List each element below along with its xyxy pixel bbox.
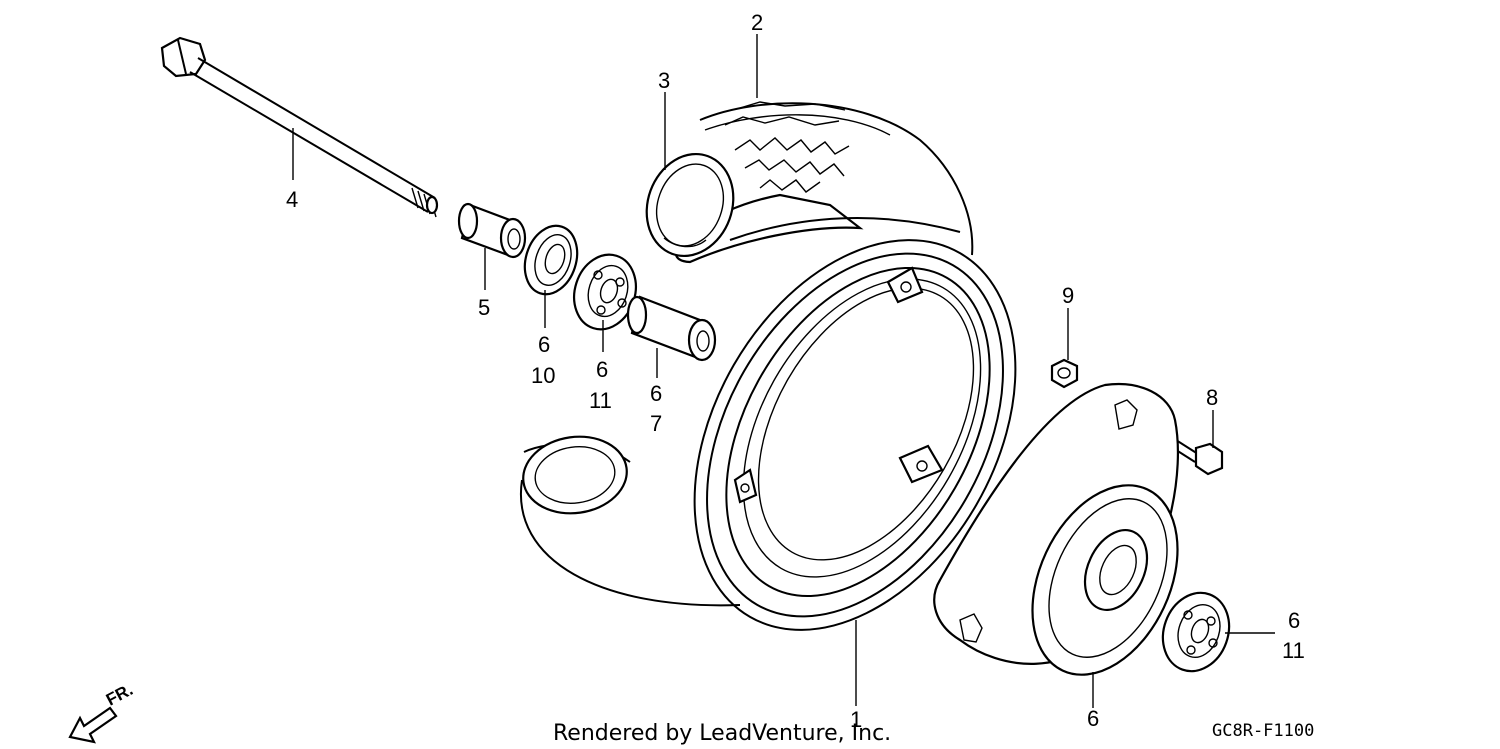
callout-6-bearing-left: 6 xyxy=(596,357,608,382)
callout-4: 4 xyxy=(286,187,298,212)
flange-nut xyxy=(1050,358,1079,389)
callout-6-collar: 6 xyxy=(650,381,662,406)
callout-1: 1 xyxy=(850,707,862,732)
tire xyxy=(699,101,974,256)
callout-11-left: 11 xyxy=(589,388,612,413)
flange-bolt xyxy=(1172,439,1224,476)
callout-9: 9 xyxy=(1062,283,1074,308)
callout-8: 8 xyxy=(1206,385,1218,410)
axle-bolt xyxy=(160,36,439,218)
distance-collar xyxy=(626,295,717,362)
callout-11-right: 11 xyxy=(1282,638,1305,663)
wheel-rim xyxy=(693,239,1017,631)
wheel-hub xyxy=(933,382,1180,676)
right-bearing xyxy=(1161,591,1231,673)
callout-7: 7 xyxy=(650,411,662,436)
front-direction-arrow: FR. xyxy=(68,680,136,744)
leader-lines xyxy=(292,34,1275,708)
callout-6-seal: 6 xyxy=(538,332,550,357)
footer-credit: Rendered by LeadVenture, Inc. xyxy=(553,721,891,746)
callout-10: 10 xyxy=(531,363,555,388)
callout-5: 5 xyxy=(478,295,490,320)
diagram-code: GC8R-F1100 xyxy=(1212,721,1314,741)
callout-2: 2 xyxy=(751,10,763,35)
left-spacer xyxy=(457,202,527,259)
callout-6-bearing-right: 6 xyxy=(1288,608,1300,633)
callout-3: 3 xyxy=(658,68,670,93)
inner-tube xyxy=(519,152,864,607)
dust-seal xyxy=(523,224,579,296)
callout-6-hub: 6 xyxy=(1087,706,1099,731)
direction-label: FR. xyxy=(103,680,136,710)
callouts: 1 2 3 4 5 6 10 6 11 6 7 9 8 6 11 6 xyxy=(286,10,1305,732)
